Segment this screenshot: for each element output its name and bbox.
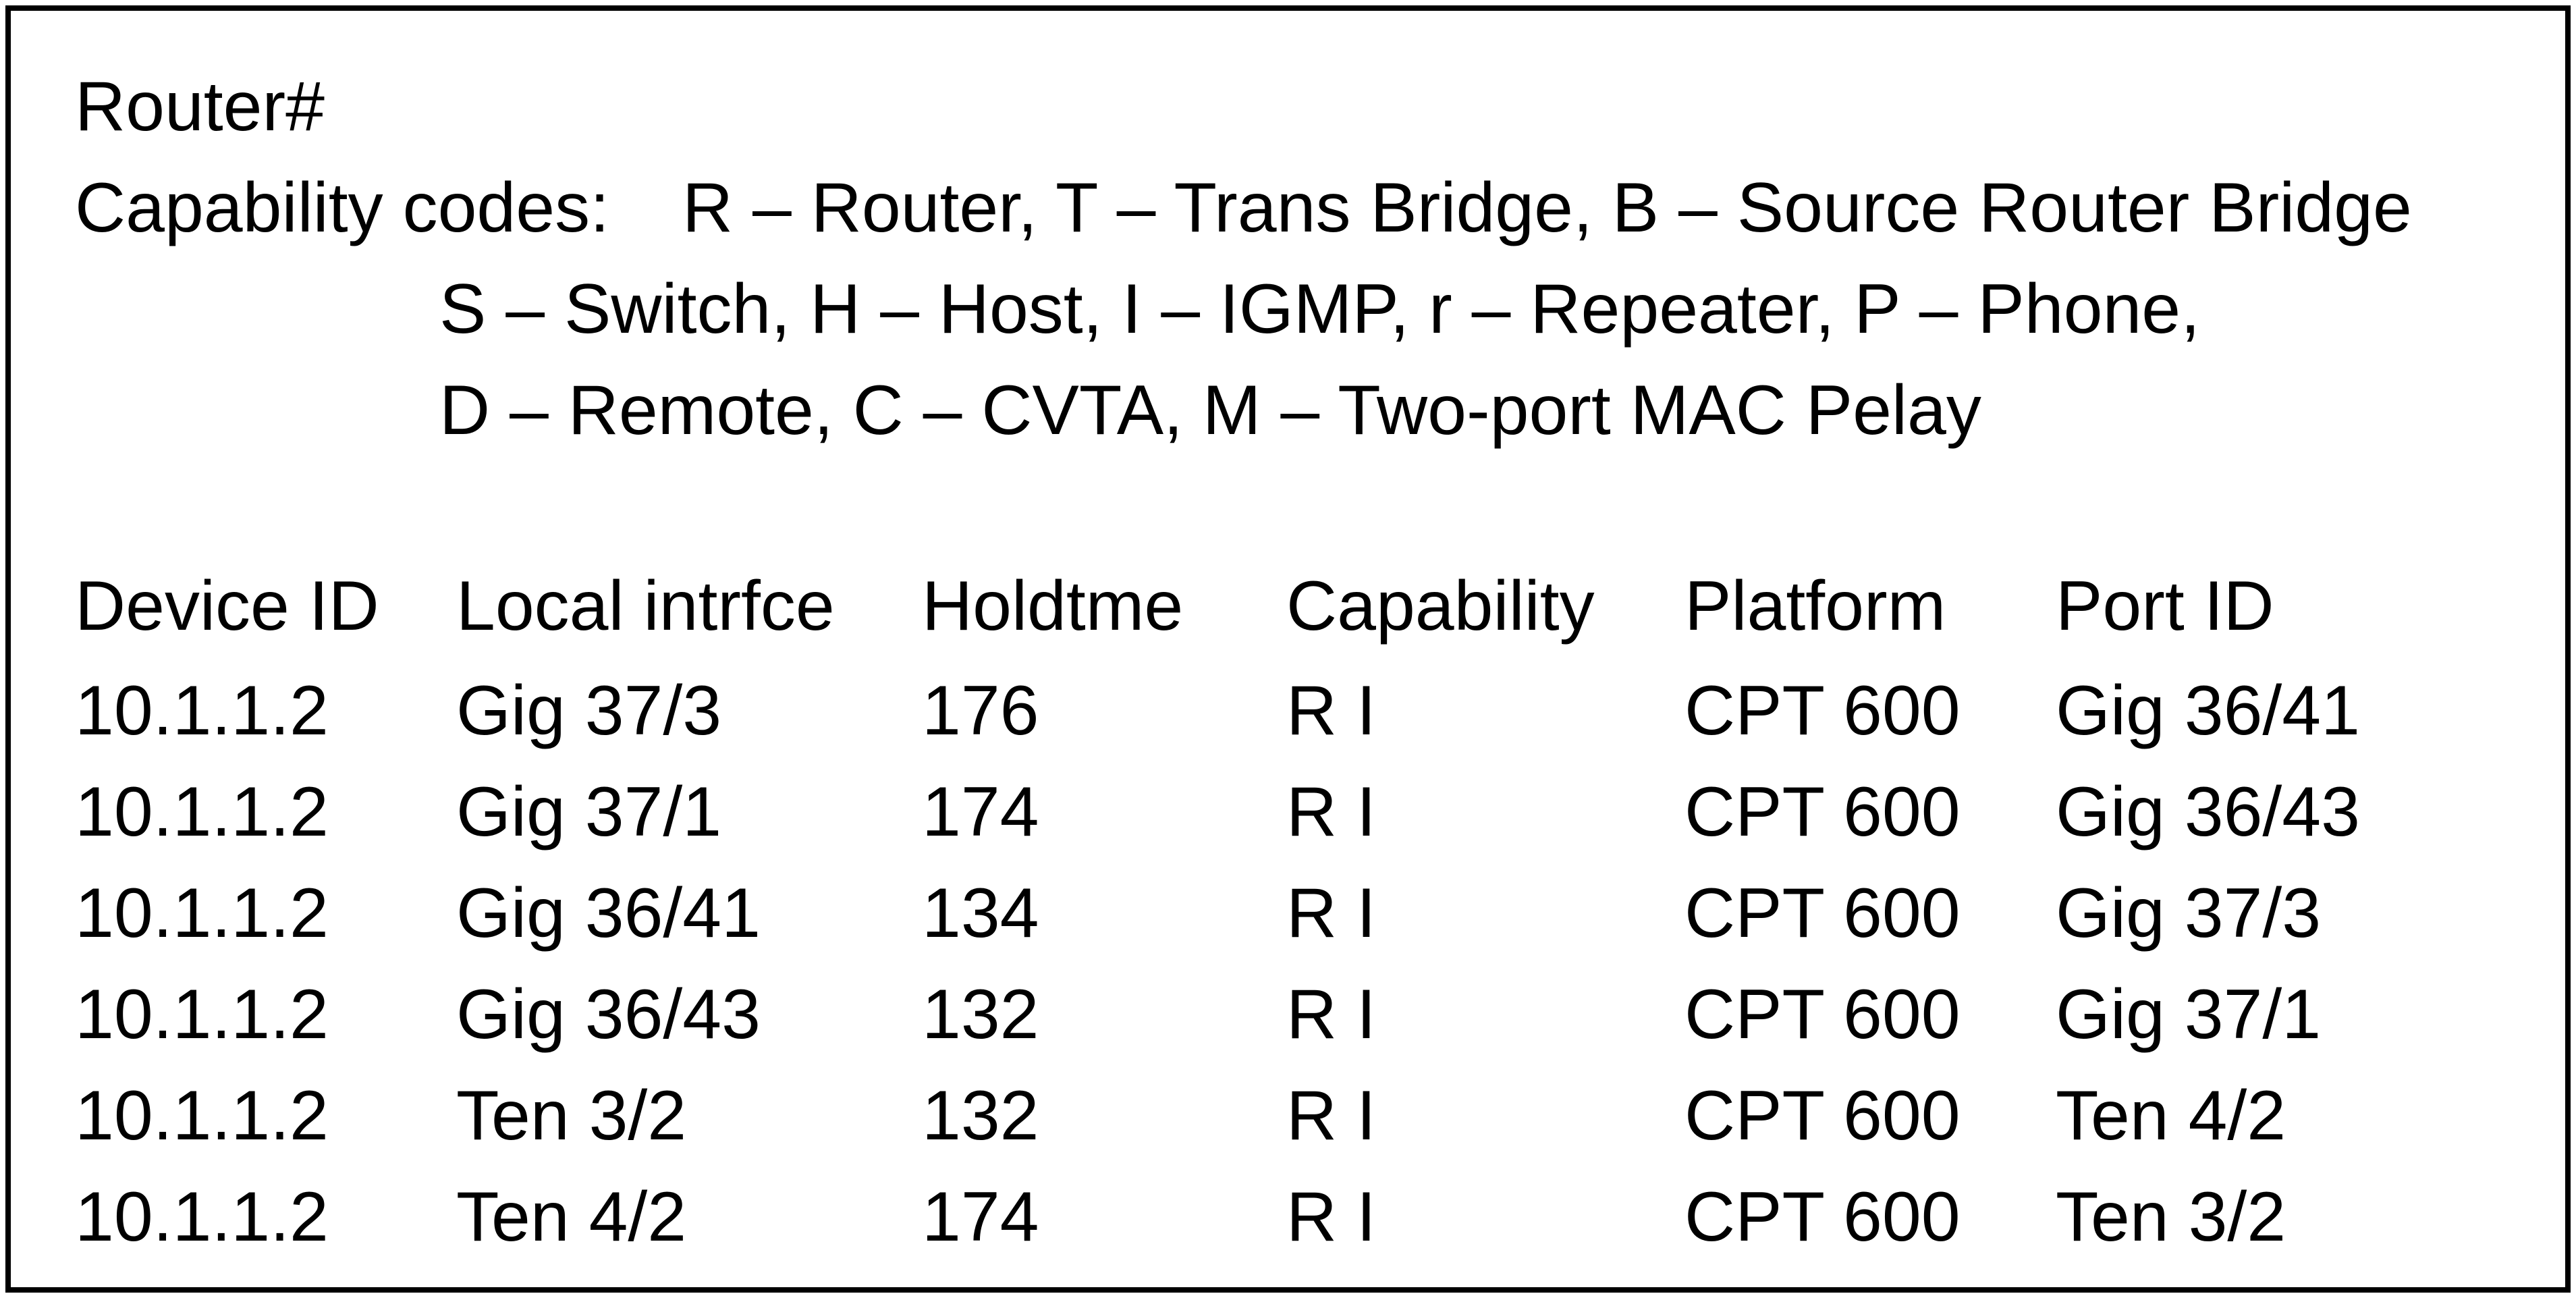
header-capability: Capability <box>1286 567 1595 645</box>
table-row-port-id: Ten 4/2 <box>2056 1077 2286 1155</box>
table-row-port-id: Gig 37/3 <box>2056 874 2322 952</box>
table-row-holdtme: 132 <box>922 1077 1039 1155</box>
table-row-port-id: Gig 37/1 <box>2056 975 2322 1054</box>
table-row-port-id: Ten 3/2 <box>2056 1178 2286 1256</box>
table-row-holdtme: 174 <box>922 773 1039 851</box>
table-row-platform: CPT 600 <box>1684 773 1961 851</box>
table-row-port-id: Gig 36/41 <box>2056 672 2360 750</box>
capability-codes-line-3: D – Remote, C – CVTA, M – Two-port MAC P… <box>439 371 1981 450</box>
header-platform: Platform <box>1684 567 1946 645</box>
table-row-local-intrfce: Gig 37/3 <box>456 672 722 750</box>
table-row-platform: CPT 600 <box>1684 1178 1961 1256</box>
table-row-platform: CPT 600 <box>1684 1077 1961 1155</box>
table-row-holdtme: 132 <box>922 975 1039 1054</box>
table-row-local-intrfce: Ten 4/2 <box>456 1178 687 1256</box>
capability-codes-label: Capability codes: <box>75 169 609 247</box>
table-row-device-id: 10.1.1.2 <box>75 1178 329 1256</box>
table-row-capability: R I <box>1286 672 1376 750</box>
header-device-id: Device ID <box>75 567 379 645</box>
table-row-capability: R I <box>1286 1178 1376 1256</box>
table-row-capability: R I <box>1286 773 1376 851</box>
table-row-device-id: 10.1.1.2 <box>75 773 329 851</box>
table-row-local-intrfce: Gig 36/43 <box>456 975 761 1054</box>
table-row-capability: R I <box>1286 874 1376 952</box>
table-row-capability: R I <box>1286 975 1376 1054</box>
terminal-output: Router# Capability codes: R – Router, T … <box>11 11 2565 1287</box>
header-holdtme: Holdtme <box>922 567 1184 645</box>
table-row-device-id: 10.1.1.2 <box>75 975 329 1054</box>
table-row-port-id: Gig 36/43 <box>2056 773 2360 851</box>
router-prompt: Router# <box>75 67 325 146</box>
header-port-id: Port ID <box>2056 567 2274 645</box>
table-row-holdtme: 176 <box>922 672 1039 750</box>
table-row-device-id: 10.1.1.2 <box>75 672 329 750</box>
header-local-intrfce: Local intrfce <box>456 567 835 645</box>
terminal-frame: Router# Capability codes: R – Router, T … <box>5 5 2571 1293</box>
table-row-device-id: 10.1.1.2 <box>75 874 329 952</box>
table-row-platform: CPT 600 <box>1684 874 1961 952</box>
table-row-device-id: 10.1.1.2 <box>75 1077 329 1155</box>
table-row-local-intrfce: Gig 37/1 <box>456 773 722 851</box>
table-row-local-intrfce: Ten 3/2 <box>456 1077 687 1155</box>
capability-codes-line-1: R – Router, T – Trans Bridge, B – Source… <box>682 169 2412 247</box>
table-row-holdtme: 134 <box>922 874 1039 952</box>
table-row-platform: CPT 600 <box>1684 672 1961 750</box>
table-row-local-intrfce: Gig 36/41 <box>456 874 761 952</box>
capability-codes-line-2: S – Switch, H – Host, I – IGMP, r – Repe… <box>439 270 2201 348</box>
table-row-holdtme: 174 <box>922 1178 1039 1256</box>
table-row-capability: R I <box>1286 1077 1376 1155</box>
table-row-platform: CPT 600 <box>1684 975 1961 1054</box>
